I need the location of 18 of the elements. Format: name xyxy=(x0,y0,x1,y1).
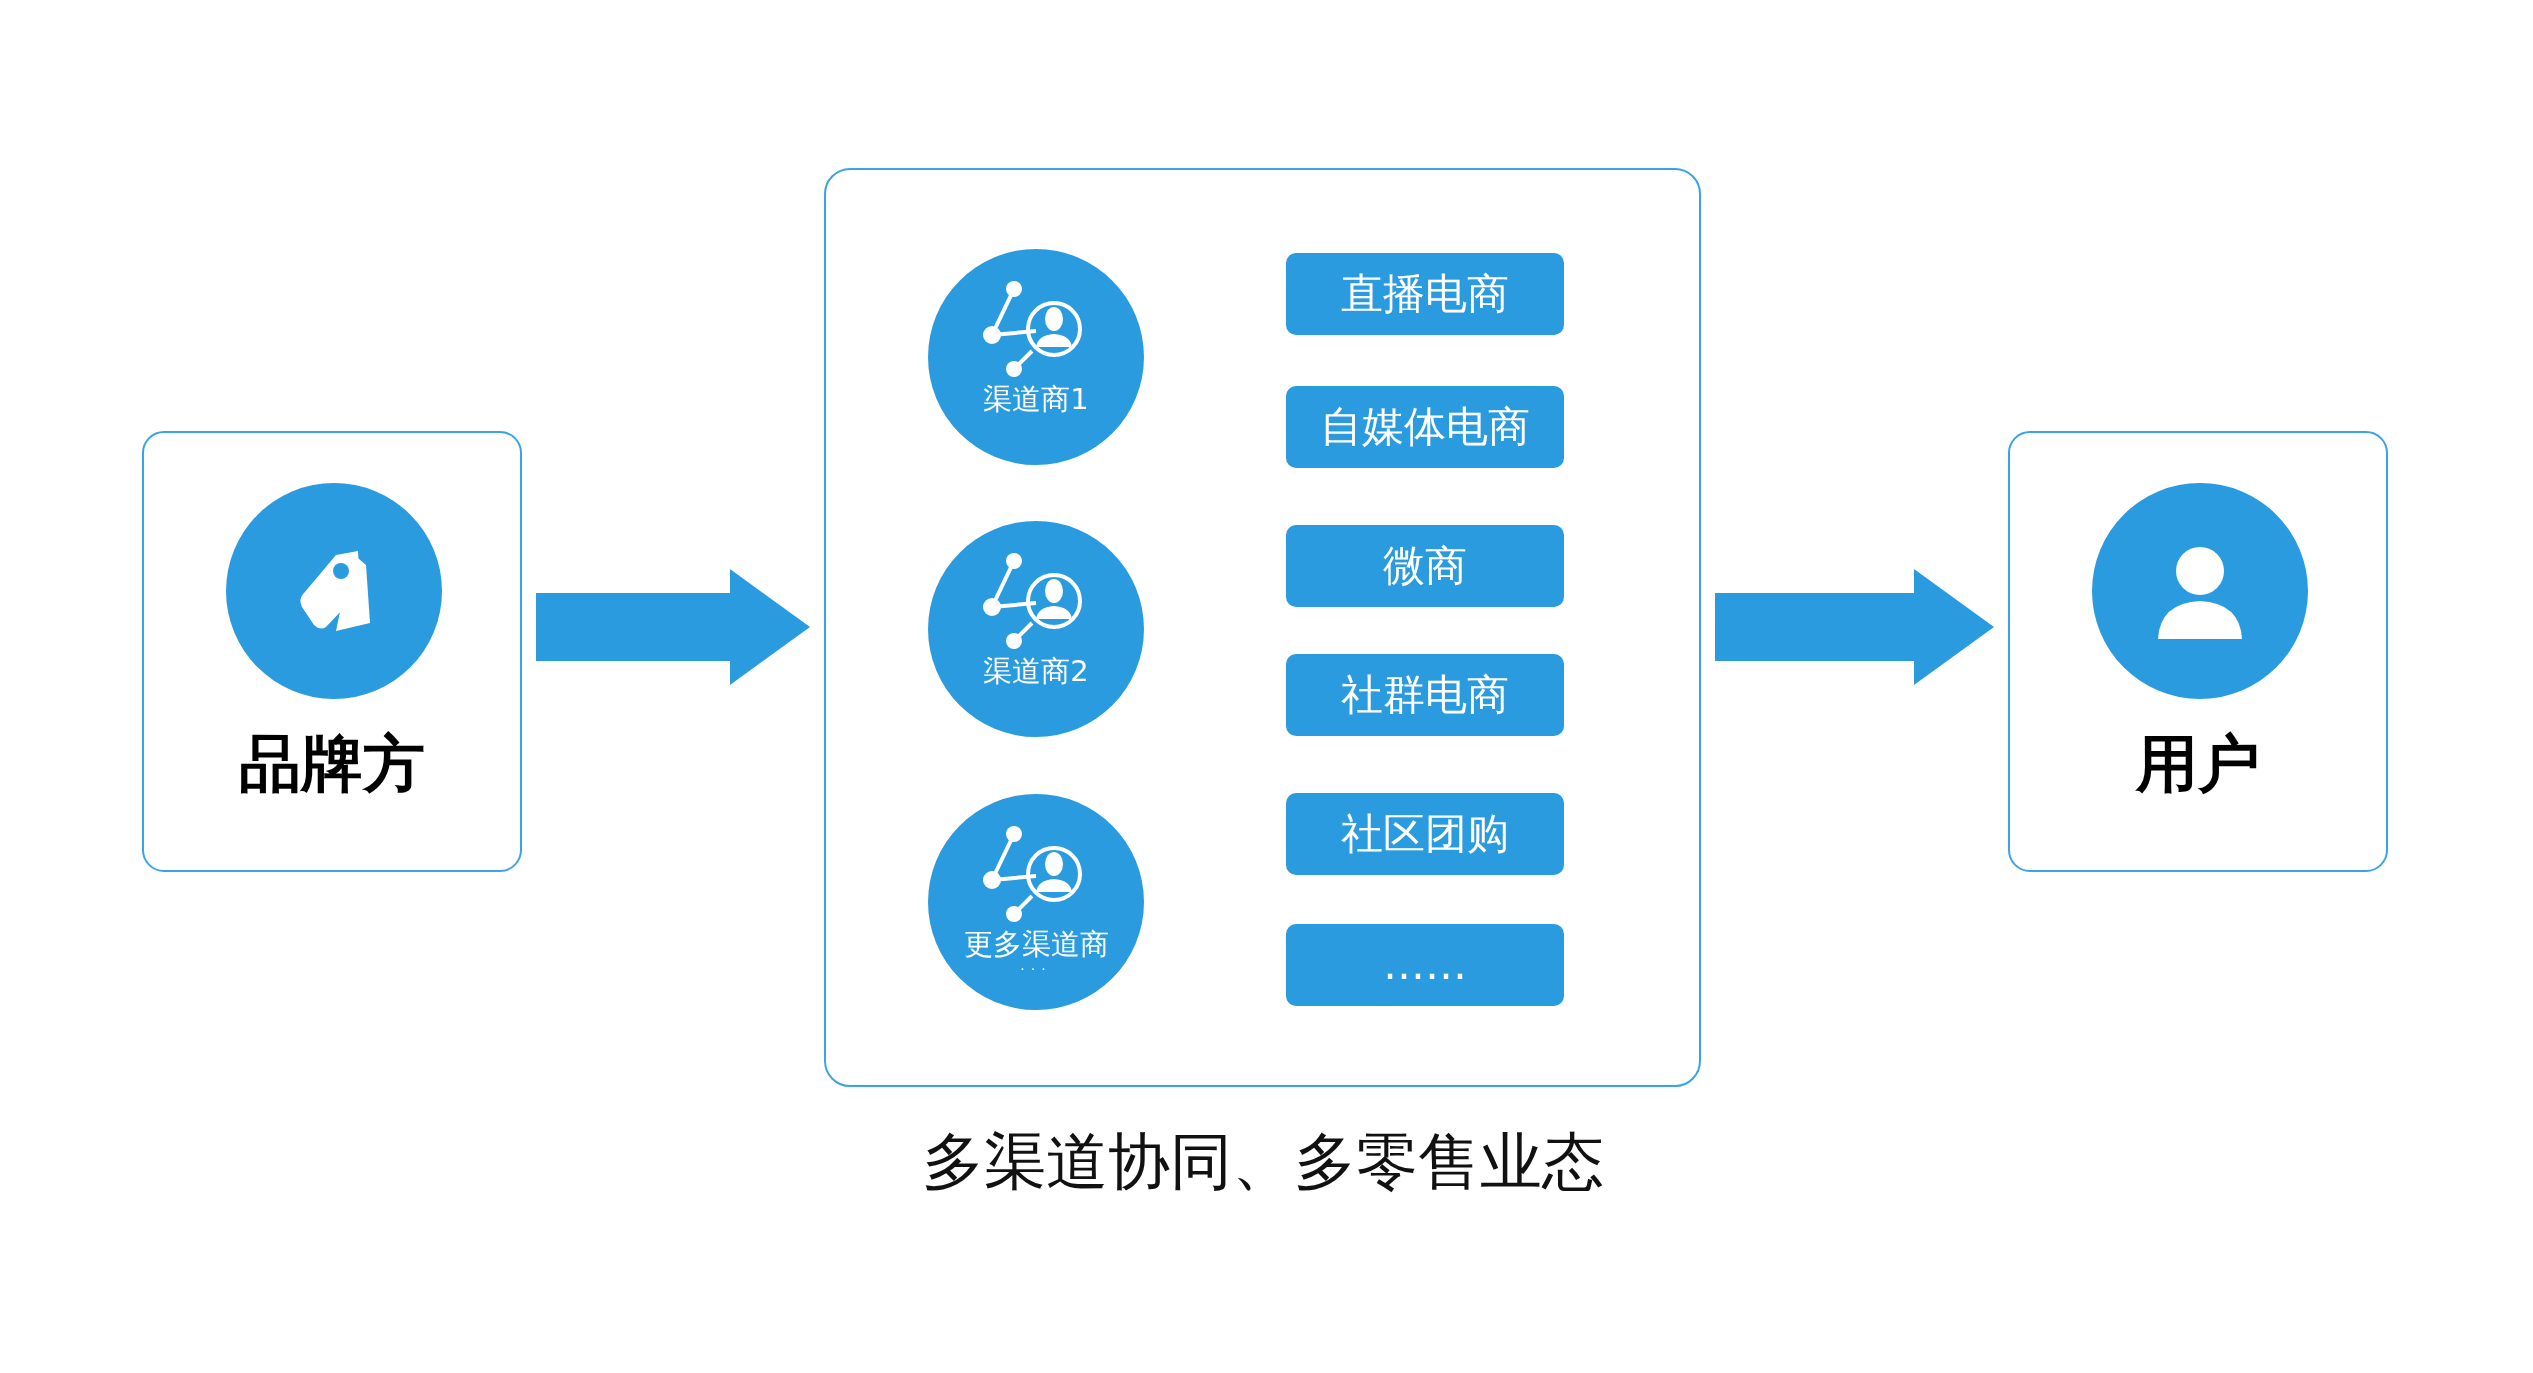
channel-panel xyxy=(824,168,1701,1087)
retail-format-pill: 直播电商 xyxy=(1286,253,1564,335)
retail-format-pill: …… xyxy=(1286,924,1564,1006)
retail-format-pill: 社群电商 xyxy=(1286,654,1564,736)
card-title: 品牌方 xyxy=(238,726,426,802)
retail-format-pill: 自媒体电商 xyxy=(1286,386,1564,468)
retail-format-pill: 微商 xyxy=(1286,525,1564,607)
circle-label: 更多渠道商 xyxy=(962,930,1110,959)
entity-card xyxy=(142,431,522,872)
panel-caption: 多渠道协同、多零售业态 xyxy=(920,1124,1605,1200)
card-title: 用户 xyxy=(2134,726,2261,802)
retail-format-pill: 社区团购 xyxy=(1286,793,1564,875)
entity-card xyxy=(2008,431,2388,872)
circle-label: 渠道商1 xyxy=(982,385,1090,414)
block-arrow xyxy=(1715,569,1994,685)
block-arrow xyxy=(536,569,810,685)
ellipsis-text: ··· xyxy=(1019,962,1053,976)
circle-label: 渠道商2 xyxy=(982,657,1090,686)
